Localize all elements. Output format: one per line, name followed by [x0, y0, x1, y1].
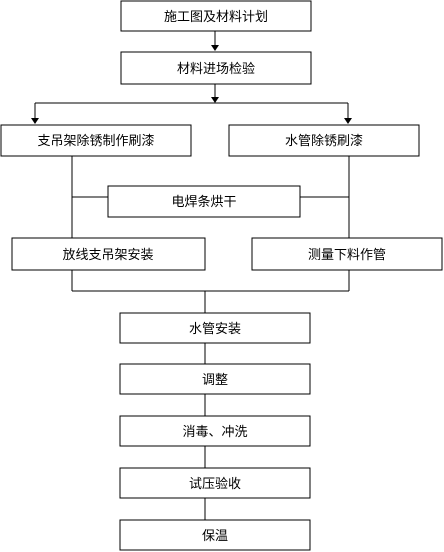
arrowhead-split-left: [31, 118, 39, 124]
step-adjust: 调整: [119, 363, 311, 395]
step-adjust-label: 调整: [202, 373, 228, 388]
step-pipe-install: 水管安装: [119, 312, 311, 344]
step-electrode-dry-label: 电焊条烘干: [171, 194, 236, 210]
step-support-rust-label: 支吊架除锈制作刷漆: [37, 133, 154, 149]
step-disinfect-label: 消毒、冲洗: [182, 425, 247, 440]
step-insulation: 保温: [119, 519, 311, 551]
step-support-install-label: 放线支吊架安装: [62, 248, 153, 263]
step-pressure-test-label: 试压验收: [189, 476, 241, 492]
step-pipe-rust-label: 水管除锈刷漆: [285, 133, 363, 149]
arrowhead-split-right: [344, 118, 352, 124]
step-pipe-install-label: 水管安装: [189, 322, 241, 337]
connectors: [31, 31, 352, 520]
step-measure-cut: 测量下料作管: [251, 237, 443, 271]
step-insulation-label: 保温: [202, 529, 228, 544]
step-plan: 施工图及材料计划: [120, 0, 312, 32]
step-support-install: 放线支吊架安装: [11, 237, 206, 271]
step-disinfect: 消毒、冲洗: [119, 415, 311, 447]
step-inspect: 材料进场检验: [120, 51, 312, 85]
arrowhead-plan-inspect: [211, 45, 219, 51]
step-pressure-test: 试压验收: [119, 467, 311, 499]
step-electrode-dry: 电焊条烘干: [107, 185, 301, 218]
arrowhead-inspect-split: [211, 97, 219, 103]
step-pipe-rust: 水管除锈刷漆: [228, 124, 420, 157]
step-support-rust: 支吊架除锈制作刷漆: [0, 124, 192, 157]
step-inspect-label: 材料进场检验: [177, 61, 255, 77]
step-plan-label: 施工图及材料计划: [164, 10, 268, 25]
step-measure-cut-label: 测量下料作管: [308, 248, 386, 263]
